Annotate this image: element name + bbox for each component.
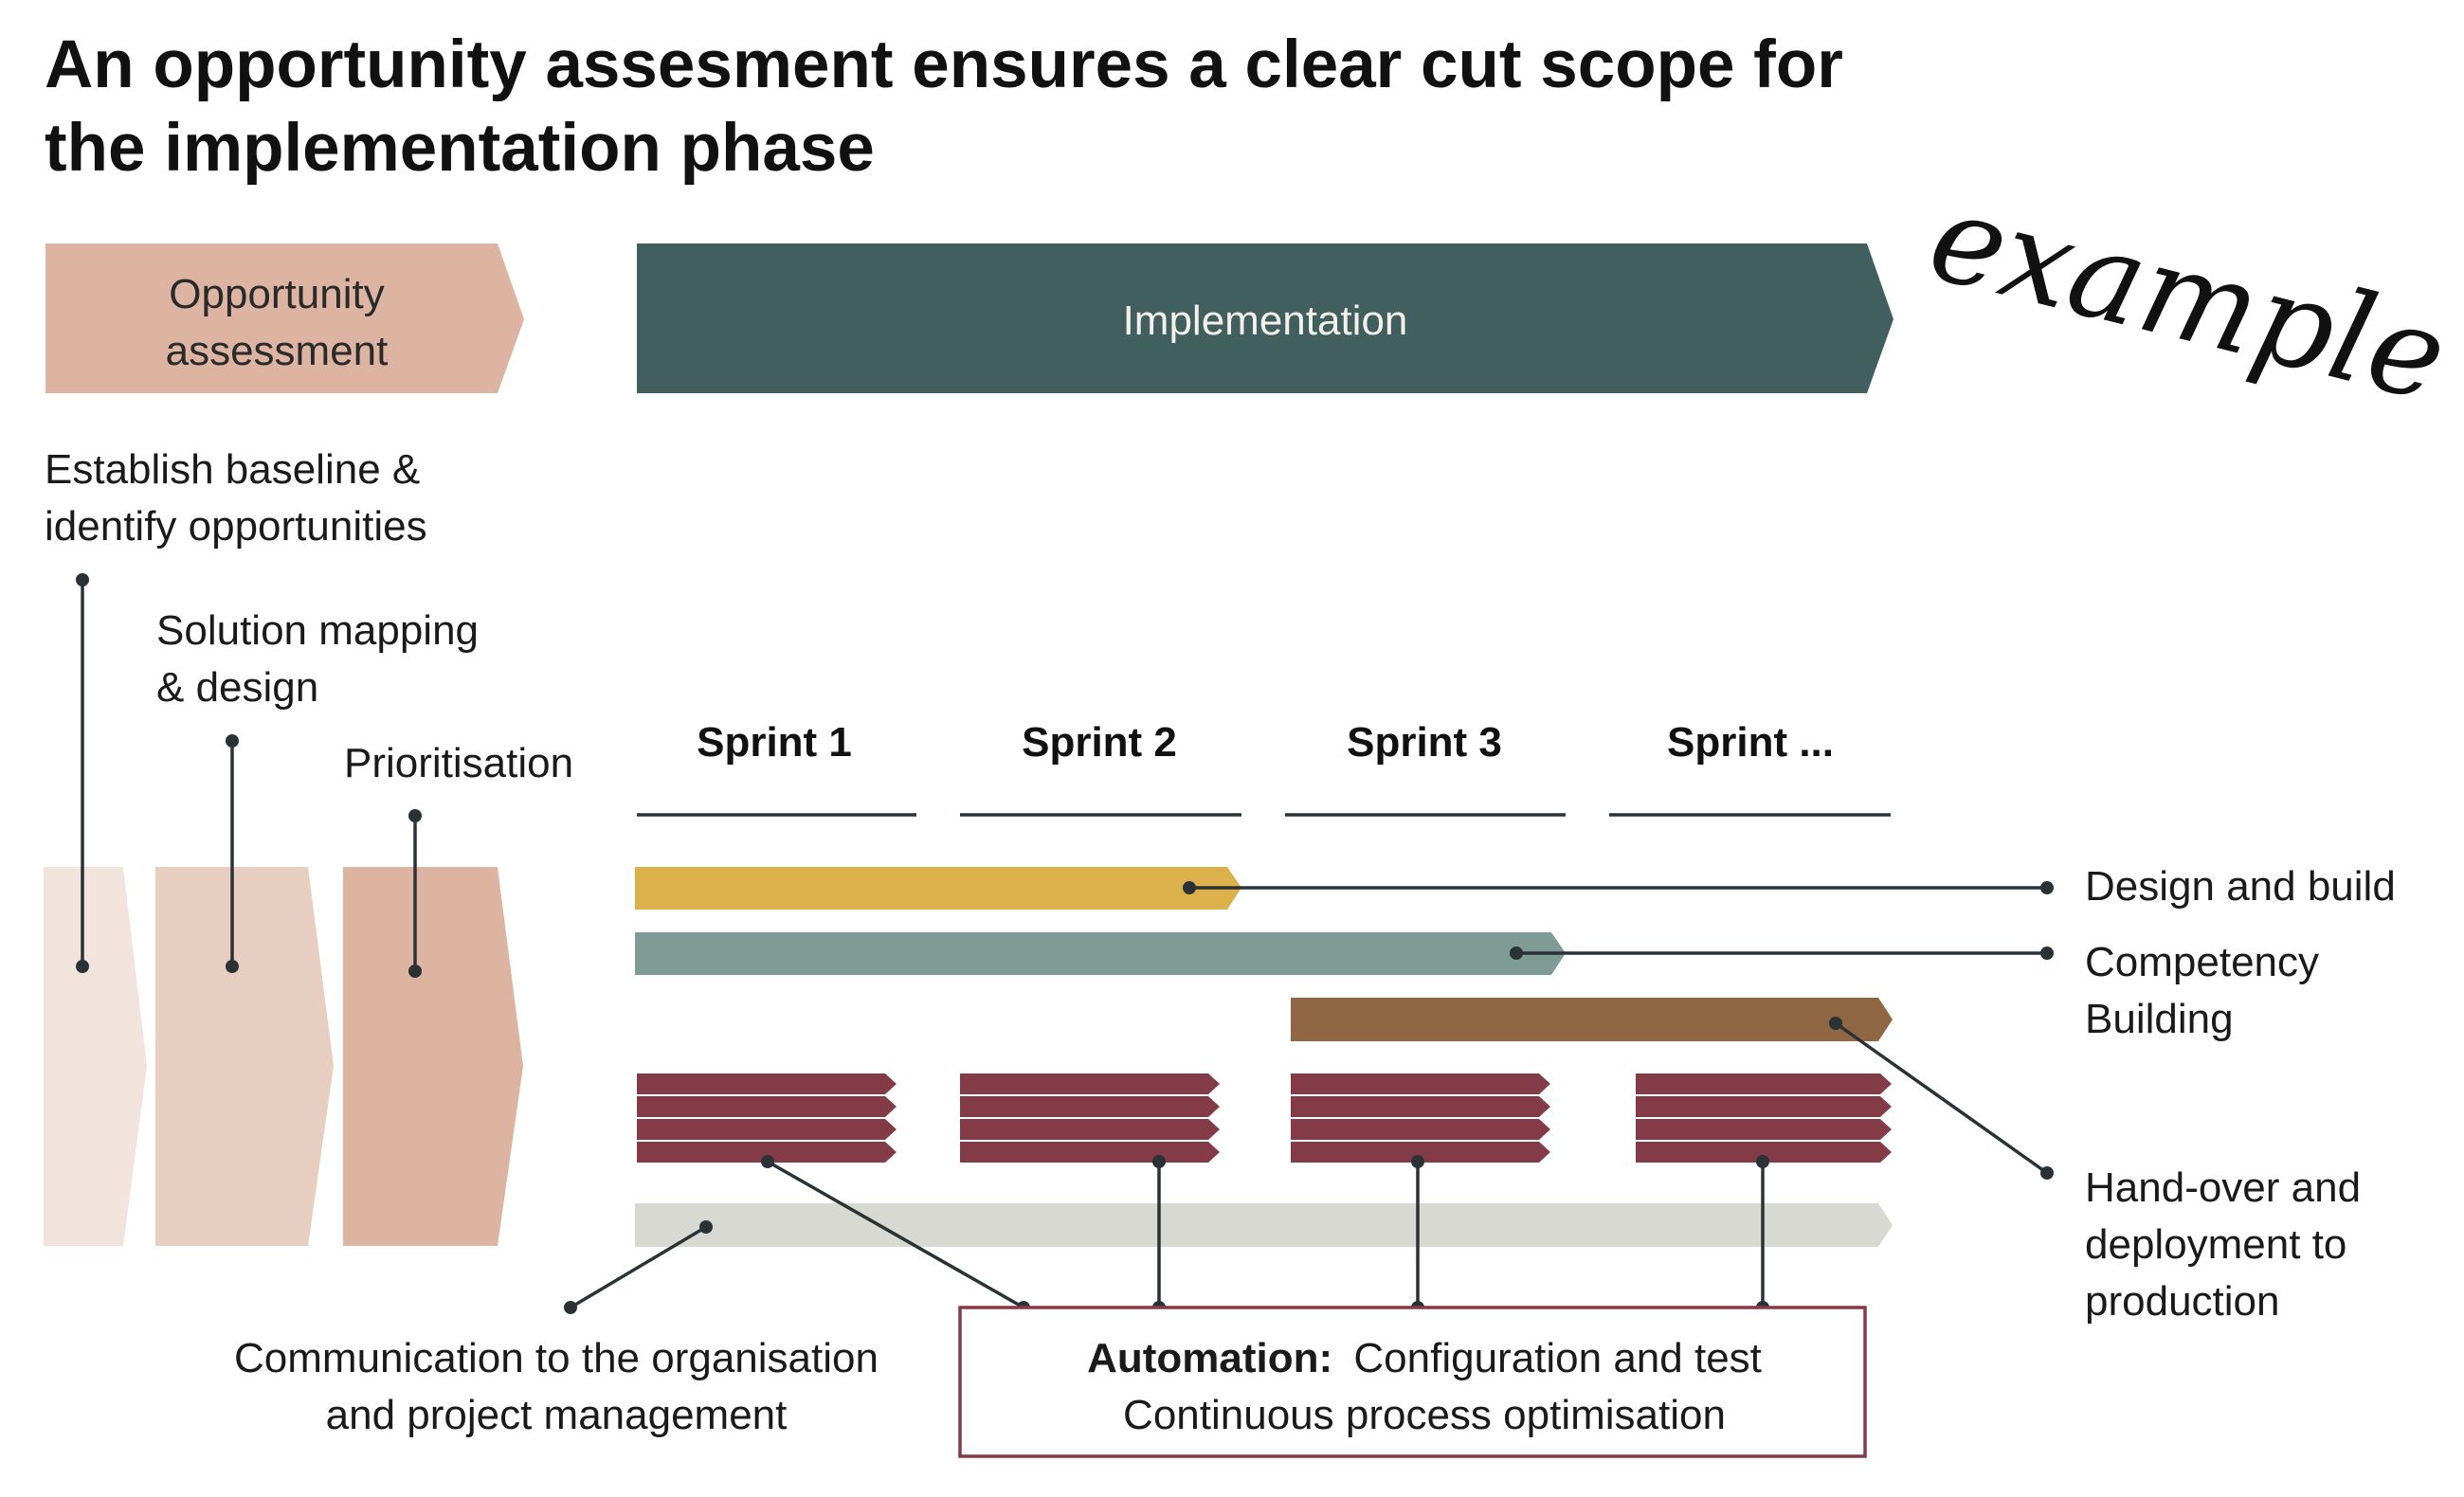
step-solution-label-line-1: Solution mapping [156, 607, 479, 654]
workstream-connectors [1183, 881, 2054, 1180]
automation-block-sprint-3-layer-3 [1291, 1119, 1550, 1140]
competency-label-line-2: Building [2085, 996, 2234, 1042]
automation-block-sprint-4-layer-1 [1636, 1073, 1892, 1094]
hand-over-label-line-3: production [2085, 1278, 2279, 1325]
competency-label-line-1: Competency [2085, 939, 2319, 985]
sprint-more-label: Sprint ... [1667, 719, 1834, 766]
automation-blocks [637, 1073, 1892, 1163]
automation-config-label: Configuration and test [1353, 1335, 1762, 1381]
opportunity-assessment-phase [45, 243, 524, 393]
step-prioritisation-shape [343, 867, 523, 1246]
step-solution-label-line-2: & design [156, 664, 318, 711]
automation-block-sprint-4-layer-4 [1636, 1142, 1892, 1163]
hand-over-bar [1291, 998, 1893, 1041]
sprint-2-label: Sprint 2 [1022, 719, 1177, 766]
example-watermark: example [1917, 164, 2460, 430]
page-title-line-1: An opportunity assesment ensures a clear… [45, 27, 1843, 102]
opportunity-label-line-2: assessment [166, 328, 389, 374]
automation-block-sprint-4-layer-3 [1636, 1119, 1892, 1140]
sprint-1-label: Sprint 1 [697, 719, 852, 766]
step-baseline-shape [44, 867, 147, 1246]
step-baseline-label-line-2: identify opportunities [45, 503, 427, 550]
hand-over-label-line-2: deployment to [2085, 1221, 2346, 1268]
automation-label-line-1: Automation: Configuration and test [1087, 1335, 1762, 1381]
automation-block-sprint-2-layer-4 [960, 1142, 1220, 1163]
automation-label-line-2: Continuous process optimisation [1123, 1392, 1726, 1438]
communication-label-line-2: and project management [326, 1392, 788, 1438]
automation-block-sprint-3-layer-4 [1291, 1142, 1550, 1163]
automation-block-sprint-1-layer-2 [637, 1096, 897, 1117]
automation-block-sprint-4-layer-2 [1636, 1096, 1892, 1117]
automation-bold-label: Automation: [1087, 1335, 1332, 1381]
design-and-build-bar [635, 867, 1241, 910]
competency-building-bar [635, 932, 1566, 975]
automation-block-sprint-1-layer-1 [637, 1073, 897, 1094]
step-connectors [76, 573, 422, 978]
opportunity-label-line-1: Opportunity [169, 271, 384, 317]
implementation-phase [637, 243, 1893, 393]
automation-block-sprint-2-layer-1 [960, 1073, 1220, 1094]
automation-block-sprint-1-layer-4 [637, 1142, 897, 1163]
hand-over-label-line-1: Hand-over and [2085, 1164, 2361, 1211]
implementation-label: Implementation [1123, 298, 1408, 344]
step-baseline-label-line-1: Establish baseline & [45, 446, 420, 493]
automation-block-sprint-3-layer-2 [1291, 1096, 1550, 1117]
communication-connector [564, 1220, 713, 1314]
automation-block-sprint-1-layer-3 [637, 1119, 897, 1140]
communication-bar [635, 1203, 1893, 1247]
step-prioritisation-label: Prioritisation [344, 740, 573, 786]
automation-block-sprint-2-layer-2 [960, 1096, 1220, 1117]
sprint-3-label: Sprint 3 [1347, 719, 1502, 766]
automation-box [958, 1306, 1867, 1458]
page-title-line-2: the implementation phase [45, 111, 875, 186]
communication-label-line-1: Communication to the organisation [234, 1335, 879, 1381]
automation-block-sprint-3-layer-1 [1291, 1073, 1550, 1094]
step-solution-shape [155, 867, 334, 1246]
automation-block-sprint-2-layer-3 [960, 1119, 1220, 1140]
design-and-build-label: Design and build [2085, 863, 2396, 910]
